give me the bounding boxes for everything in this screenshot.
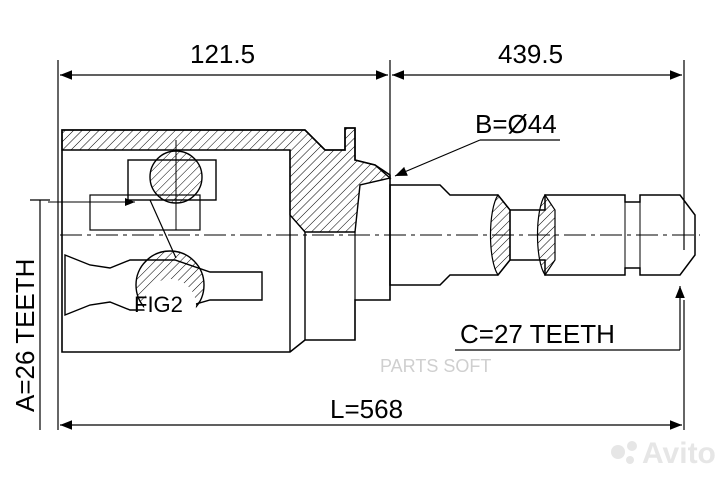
leader-b — [394, 139, 481, 177]
avito-logo-text: Avito — [642, 437, 716, 470]
dim-inner-label: 121.5 — [190, 39, 255, 69]
inner-race — [64, 250, 263, 331]
c-teeth-label: C=27 TEETH — [460, 319, 615, 349]
total-length-label: L=568 — [330, 394, 403, 424]
avito-logo: Avito — [611, 437, 716, 470]
tripod-spider — [89, 140, 217, 259]
seller-watermark: PARTS SOFT — [380, 356, 491, 376]
b-diameter-label: B=Ø44 — [475, 109, 557, 139]
dim-shaft-label: 439.5 — [498, 39, 563, 69]
fig2-label: FIG2 — [134, 292, 183, 317]
a-teeth-label: A=26 TEETH — [10, 259, 40, 412]
outer-housing — [61, 127, 392, 353]
extension-lines — [30, 60, 685, 430]
drive-shaft — [389, 184, 696, 286]
